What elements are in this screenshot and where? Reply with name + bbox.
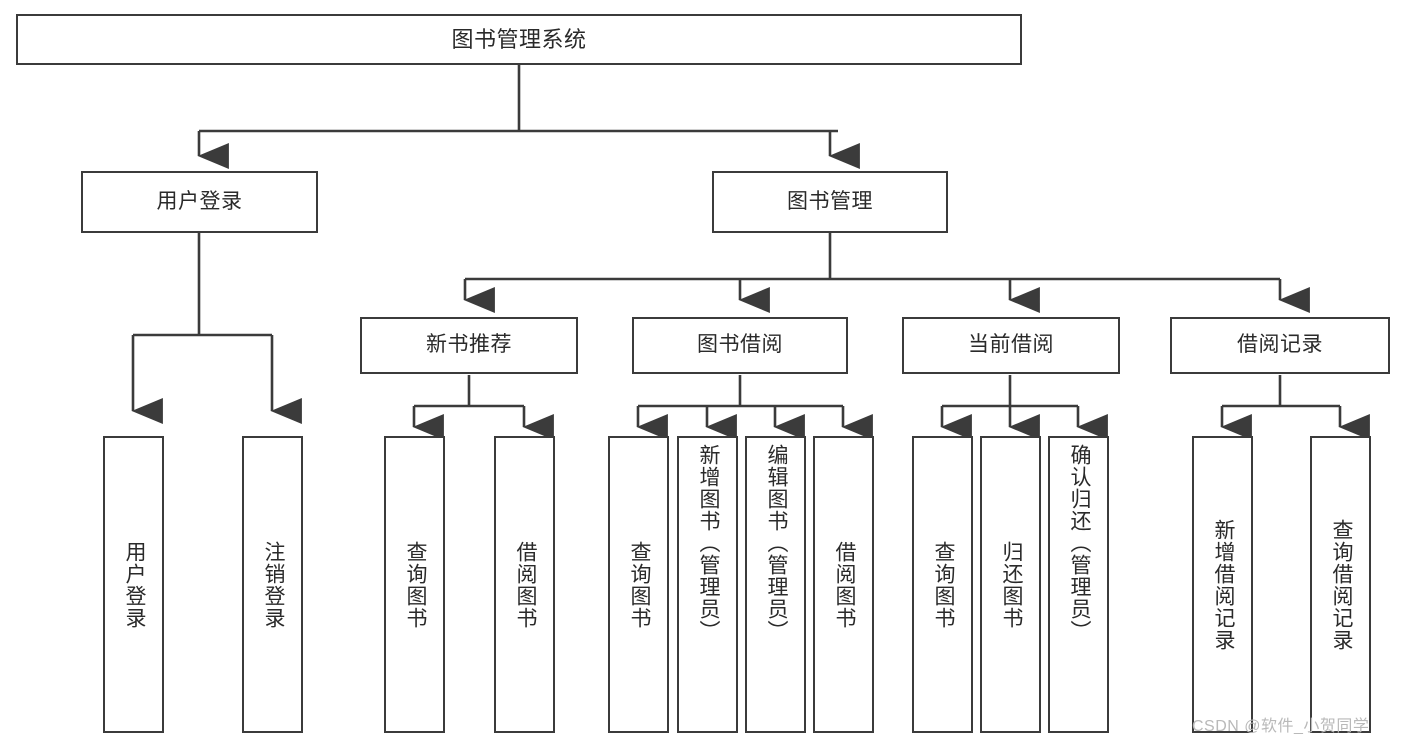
node-borrow-record[interactable]: 借阅记录	[1170, 317, 1390, 374]
node-label: 图书借阅	[697, 333, 783, 357]
leaf-record-add-record[interactable]: 新增借阅记录	[1192, 436, 1253, 733]
leaf-current-return-book[interactable]: 归还图书	[980, 436, 1041, 733]
leaf-borrow-borrow-book[interactable]: 借阅图书	[813, 436, 874, 733]
node-label: 查询图书	[627, 540, 651, 629]
leaf-borrow-edit-book-admin[interactable]: 编辑图书（管理员）	[745, 436, 806, 733]
node-label: 注销登录	[261, 540, 285, 629]
node-label: 图书管理	[787, 189, 873, 213]
node-label: 用户登录	[122, 540, 146, 629]
node-label: 查询借阅记录	[1329, 518, 1353, 651]
node-label: 借阅图书	[832, 540, 856, 629]
leaf-user-login-logout[interactable]: 注销登录	[242, 436, 303, 733]
node-label: 新书推荐	[426, 333, 512, 357]
node-label: 归还图书	[999, 540, 1023, 629]
csdn-watermark: CSDN @软件_小贺同学	[1192, 718, 1370, 735]
leaf-new-book-borrow[interactable]: 借阅图书	[494, 436, 555, 733]
node-label: 查询图书	[931, 540, 955, 629]
node-root-system[interactable]: 图书管理系统	[16, 14, 1022, 65]
node-label: 查询图书	[403, 540, 427, 629]
node-book-borrow[interactable]: 图书借阅	[632, 317, 848, 374]
node-label: 借阅记录	[1237, 333, 1323, 357]
node-label: 用户登录	[156, 189, 243, 213]
node-current-borrow[interactable]: 当前借阅	[902, 317, 1120, 374]
node-book-management[interactable]: 图书管理	[712, 171, 948, 233]
node-label: 当前借阅	[968, 333, 1054, 357]
leaf-user-login-login[interactable]: 用户登录	[103, 436, 164, 733]
node-label: 新增图书（管理员）	[696, 444, 720, 642]
node-label: 确认归还（管理员）	[1067, 444, 1091, 642]
leaf-borrow-add-book-admin[interactable]: 新增图书（管理员）	[677, 436, 738, 733]
node-label: 图书管理系统	[451, 26, 587, 52]
leaf-current-confirm-return-admin[interactable]: 确认归还（管理员）	[1048, 436, 1109, 733]
node-label: 借阅图书	[513, 540, 537, 629]
node-label: 新增借阅记录	[1211, 518, 1235, 651]
leaf-record-query-record[interactable]: 查询借阅记录	[1310, 436, 1371, 733]
leaf-new-book-query[interactable]: 查询图书	[384, 436, 445, 733]
node-user-login[interactable]: 用户登录	[81, 171, 318, 233]
leaf-borrow-query-book[interactable]: 查询图书	[608, 436, 669, 733]
node-label: 编辑图书（管理员）	[764, 444, 788, 642]
leaf-current-query-book[interactable]: 查询图书	[912, 436, 973, 733]
node-new-book-recommend[interactable]: 新书推荐	[360, 317, 578, 374]
